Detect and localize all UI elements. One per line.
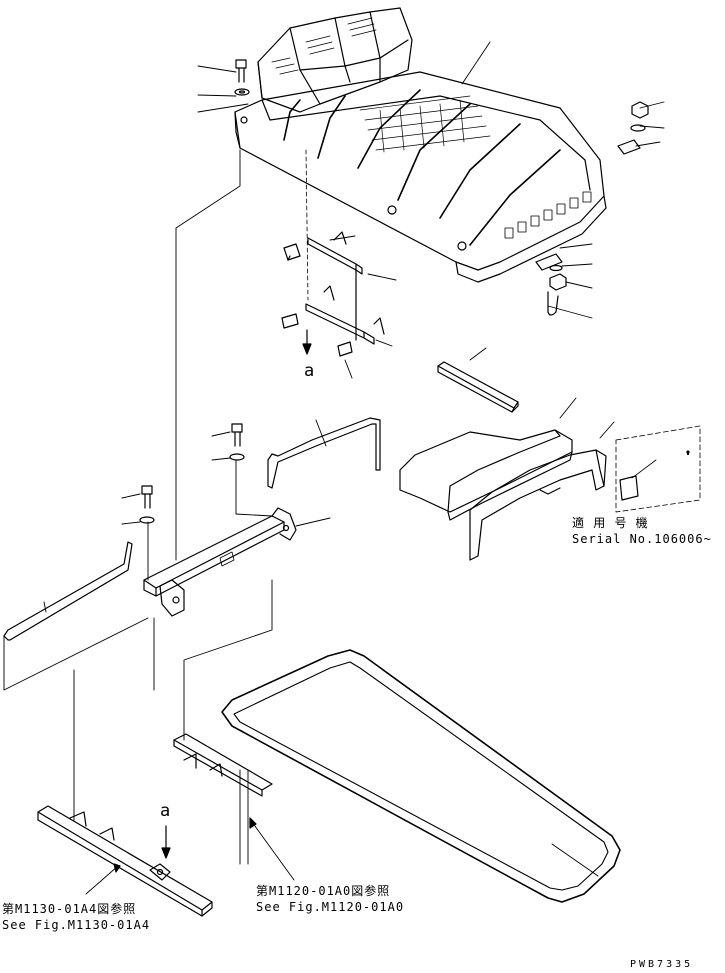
applicability-serial-label: Serial No.106006~ [572,532,712,546]
view-marker-a-bottom: a [160,801,171,821]
cover-frame [469,449,607,561]
hood-rod [267,417,381,489]
bolt-left [121,485,155,525]
view-marker-a-top: a [304,361,315,381]
bolt-mid [211,423,245,461]
reference-m1120-en: See Fig.M1120-01A0 [256,900,405,914]
bracket-hardware [535,253,567,316]
ref-arrow-m1130 [85,863,121,895]
window-seal [221,649,621,903]
side-cover [399,429,573,521]
drawing-code: PWB7335 [630,959,694,970]
engine-hood [234,7,607,283]
applicability-jp-label: 適 用 号 機 [572,516,649,530]
ref-arrow-m1120 [249,817,295,881]
reference-m1120-jp: 第M1120-01A0図参照 [256,884,391,898]
reference-m1130-en: See Fig.M1130-01A4 [2,918,151,932]
stay-rod-left [3,541,133,641]
view-arrow-a-bottom [161,825,171,859]
reference-m1130-jp: 第M1130-01A4図参照 [2,902,137,916]
center-bracket [173,733,273,865]
bolt-top-left [234,59,250,96]
seal-bar [437,361,519,413]
hood-stay [281,231,385,357]
nut-washer-right [617,101,649,155]
lower-bracket [37,805,213,917]
leader-lines-top [197,41,665,379]
label-plate-detail [615,425,701,513]
mounting-bracket [143,507,331,617]
view-arrow-a-top [302,329,312,355]
assembly-lines [3,149,273,821]
